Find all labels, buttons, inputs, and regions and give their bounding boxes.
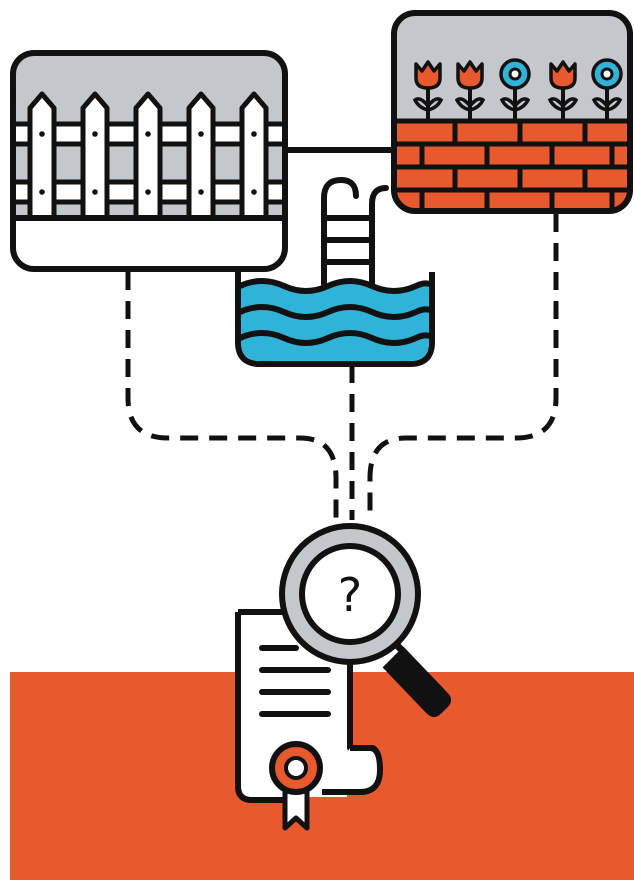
magnifier-question-mark: ?: [338, 568, 362, 622]
fence-icon: [10, 94, 290, 218]
fence-picket: [136, 94, 160, 218]
fence-picket: [83, 94, 107, 218]
fence-picket: [30, 94, 54, 218]
garden-wall-panel: [394, 13, 630, 213]
garden-wall-icon: [394, 121, 630, 213]
fence-picket: [189, 94, 213, 218]
fence-panel: [10, 53, 290, 269]
fence-picket: [242, 94, 266, 218]
pool-ladder: [324, 180, 386, 284]
